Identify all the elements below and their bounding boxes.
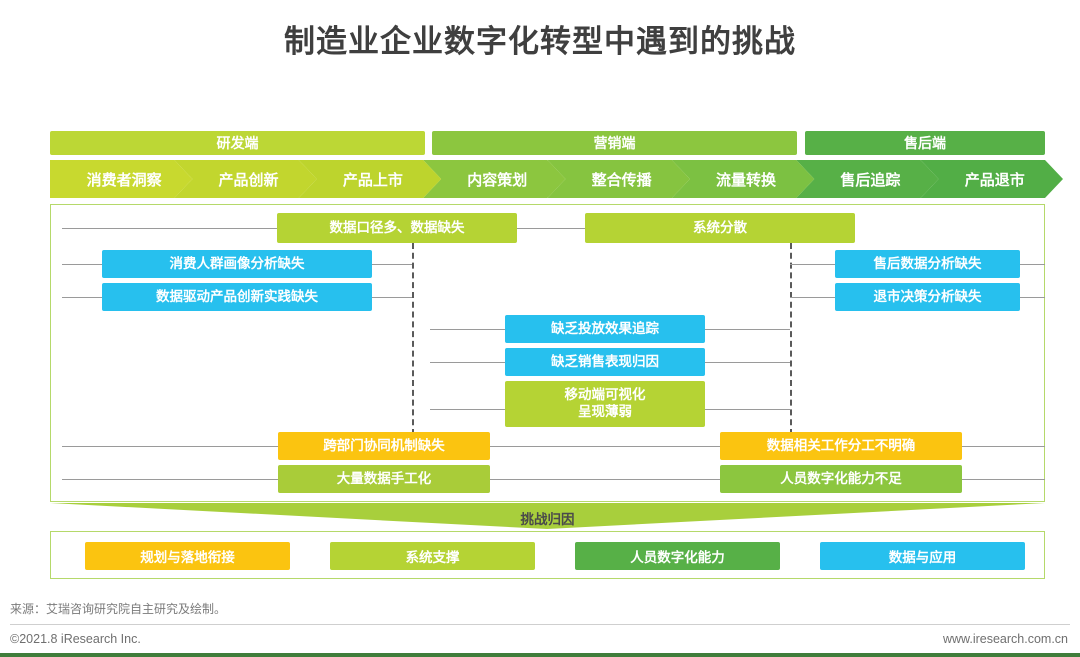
- challenge-node-n12[interactable]: 数据相关工作分工不明确: [720, 432, 962, 460]
- connector-line: [1020, 297, 1045, 298]
- stage-chevron-label: 产品退市: [964, 171, 1025, 189]
- connector-line: [430, 329, 505, 330]
- stage-chevron-label: 产品上市: [342, 171, 403, 189]
- challenge-node-n13[interactable]: 人员数字化能力不足: [720, 465, 962, 493]
- connector-line: [62, 446, 278, 447]
- stage-chevron-7[interactable]: 售后追踪: [796, 160, 939, 198]
- stage-chevron-1[interactable]: 消费者洞察: [50, 160, 193, 198]
- stage-chevron-8[interactable]: 产品退市: [920, 160, 1063, 198]
- challenge-attribution-funnel: 挑战归因: [50, 503, 1045, 529]
- footer-divider: [10, 624, 1070, 625]
- connector-line: [705, 409, 790, 410]
- legend-item-1[interactable]: 规划与落地衔接: [85, 542, 290, 570]
- legend-item-2[interactable]: 系统支撑: [330, 542, 535, 570]
- source-note: 来源：艾瑞咨询研究院自主研究及绘制。: [10, 602, 227, 616]
- connector-line: [790, 297, 835, 298]
- challenge-node-n4[interactable]: 数据驱动产品创新实践缺失: [102, 283, 372, 311]
- stage-group-label: 研发端: [216, 135, 259, 151]
- stage-chevron-5[interactable]: 整合传播: [547, 160, 690, 198]
- challenge-node-n11[interactable]: 大量数据手工化: [278, 465, 490, 493]
- connector-line: [430, 362, 505, 363]
- copyright-text: ©2021.8 iResearch Inc.: [10, 632, 141, 646]
- connector-line: [62, 479, 278, 480]
- connector-line: [62, 297, 102, 298]
- website-link[interactable]: www.iresearch.com.cn: [942, 632, 1068, 646]
- challenge-node-n10[interactable]: 跨部门协同机制缺失: [278, 432, 490, 460]
- stage-chevron-label: 整合传播: [591, 171, 652, 189]
- connector-line: [962, 446, 1045, 447]
- stage-chevron-label: 售后追踪: [840, 171, 901, 189]
- challenge-node-n6[interactable]: 退市决策分析缺失: [835, 283, 1020, 311]
- connector-line: [490, 479, 720, 480]
- connector-line: [62, 228, 277, 229]
- stage-chevron-label: 流量转换: [716, 171, 777, 189]
- challenge-node-n7[interactable]: 缺乏投放效果追踪: [505, 315, 705, 343]
- connector-line: [430, 409, 505, 410]
- stage-chevron-4[interactable]: 内容策划: [423, 160, 566, 198]
- legend-item-4[interactable]: 数据与应用: [820, 542, 1025, 570]
- connector-line: [490, 446, 720, 447]
- challenge-node-n1[interactable]: 数据口径多、数据缺失: [277, 213, 517, 243]
- bottom-accent-bar: [0, 653, 1080, 657]
- stage-chevron-3[interactable]: 产品上市: [298, 160, 442, 198]
- challenge-node-n8[interactable]: 缺乏销售表现归因: [505, 348, 705, 376]
- challenge-node-n3[interactable]: 消费人群画像分析缺失: [102, 250, 372, 278]
- connector-line: [372, 264, 412, 265]
- stage-group-3: 售后端: [805, 131, 1045, 155]
- stage-group-label: 售后端: [904, 135, 946, 151]
- connector-line: [790, 264, 835, 265]
- stage-chevron-row: 消费者洞察 产品创新 产品上市 内容策划 整合传播 流量转换 售后追踪 产品退市: [50, 160, 1063, 198]
- stage-group-1: 研发端: [50, 131, 425, 155]
- vertical-divider-2: [790, 243, 792, 435]
- connector-line: [517, 228, 589, 229]
- connector-line: [705, 329, 790, 330]
- stage-group-label: 营销端: [593, 135, 636, 151]
- page-title: 制造业企业数字化转型中遇到的挑战: [284, 24, 796, 59]
- funnel-shape: [50, 503, 1045, 529]
- stage-chevron-6[interactable]: 流量转换: [671, 160, 815, 198]
- connector-line: [1020, 264, 1045, 265]
- connector-line: [372, 297, 412, 298]
- stage-chevron-label: 产品创新: [218, 171, 279, 189]
- stage-group-2: 营销端: [432, 131, 797, 155]
- connector-line: [705, 362, 790, 363]
- connector-line: [62, 264, 102, 265]
- challenge-node-n2[interactable]: 系统分散: [585, 213, 855, 243]
- stage-chevron-label: 内容策划: [467, 171, 528, 189]
- connector-line: [962, 479, 1045, 480]
- funnel-label: 挑战归因: [520, 512, 575, 527]
- legend-item-3[interactable]: 人员数字化能力: [575, 542, 780, 570]
- stage-chevron-2[interactable]: 产品创新: [174, 160, 317, 198]
- challenge-node-n9[interactable]: 移动端可视化 呈现薄弱: [505, 381, 705, 427]
- stage-chevron-label: 消费者洞察: [86, 171, 162, 189]
- vertical-divider-1: [412, 243, 414, 435]
- challenge-node-n5[interactable]: 售后数据分析缺失: [835, 250, 1020, 278]
